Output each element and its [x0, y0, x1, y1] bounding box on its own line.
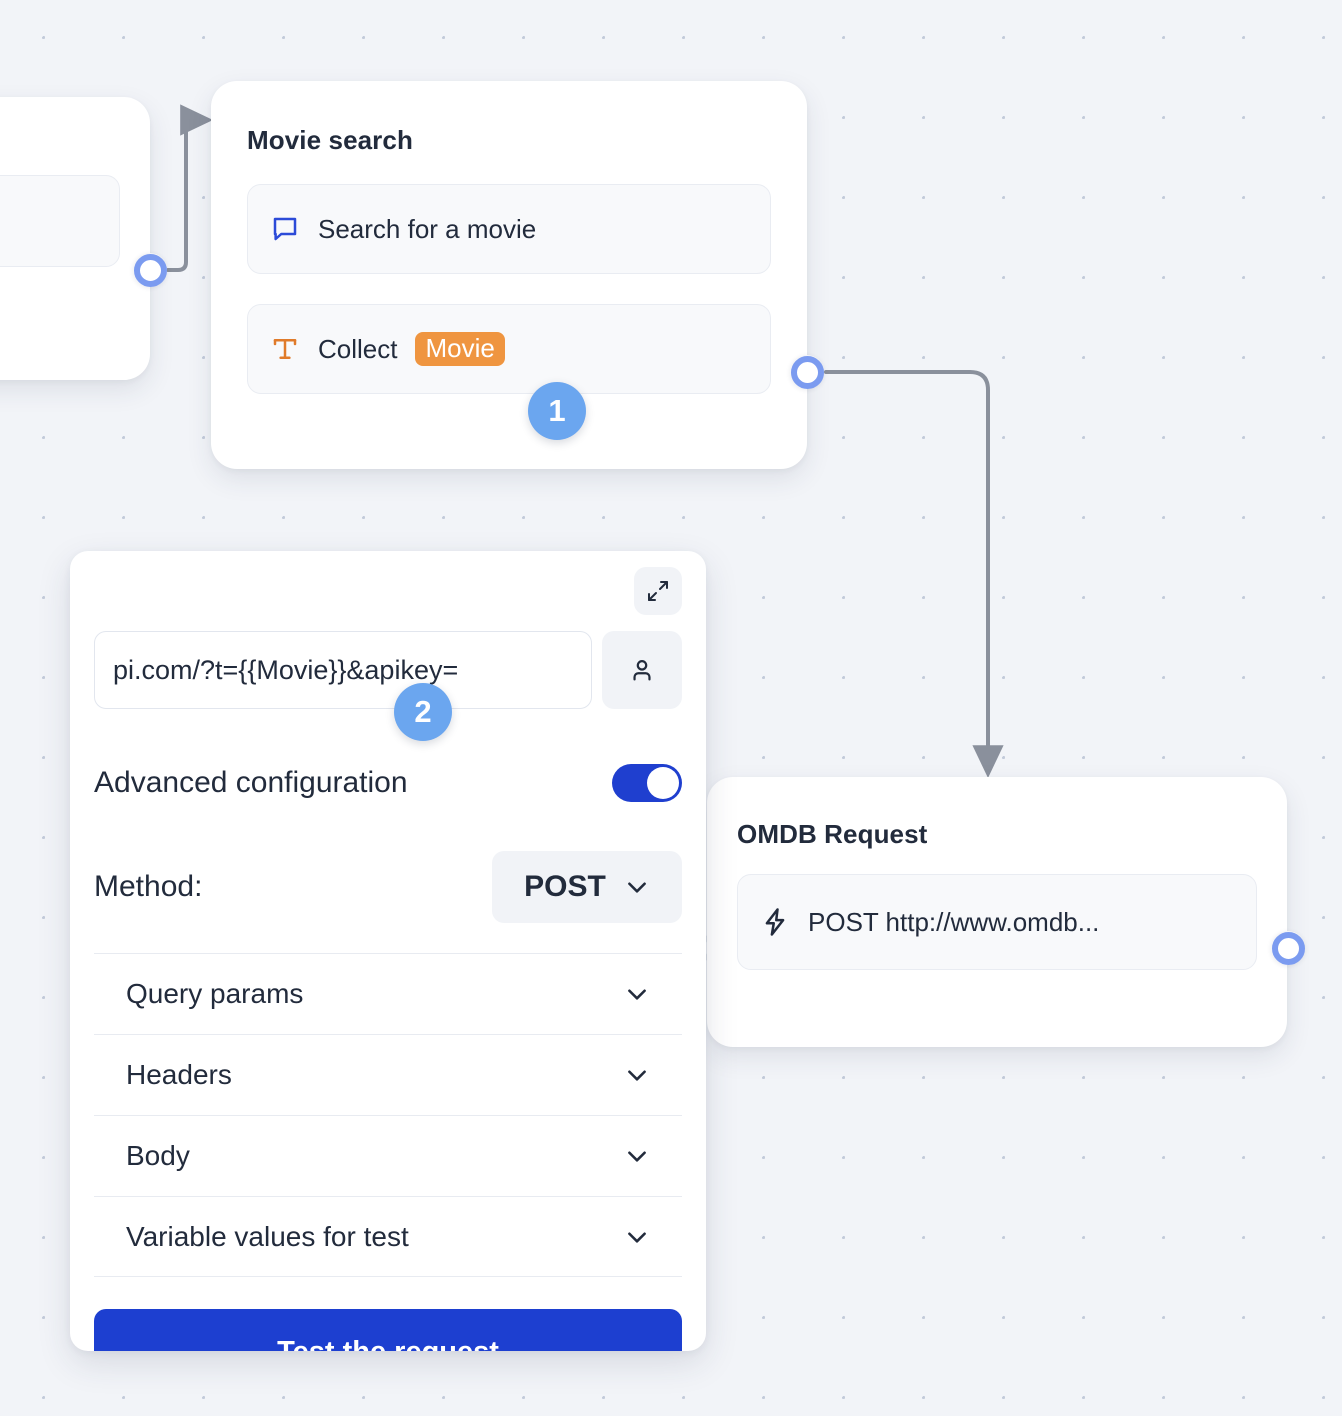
step-search-for-a-movie[interactable]: Search for a movie	[247, 184, 771, 274]
method-value: POST	[524, 870, 606, 903]
method-row: Method: POST	[94, 851, 682, 923]
advanced-configuration-row: Advanced configuration	[94, 759, 682, 807]
step-label: POST http://www.omdb...	[808, 906, 1100, 937]
edge-offscreen-to-movie-search	[166, 104, 214, 272]
section-label: Variable values for test	[126, 1220, 409, 1252]
section-headers[interactable]: Headers	[94, 1034, 682, 1115]
section-label: Query params	[126, 978, 304, 1009]
omdb-title: OMDB Request	[737, 819, 928, 849]
method-label: Method:	[94, 870, 203, 903]
connector-handle-offscreen-output[interactable]	[133, 253, 167, 287]
chevron-down-icon	[624, 874, 650, 900]
section-label: Headers	[126, 1059, 232, 1090]
step-label: Collect	[318, 333, 398, 364]
lightning-bolt-icon	[760, 907, 790, 937]
edge-movie-search-to-omdb	[824, 370, 1004, 779]
chevron-down-icon	[624, 981, 650, 1007]
test-the-request-button[interactable]: Test the request	[94, 1309, 682, 1351]
expand-diagonal-icon	[646, 579, 670, 603]
step-post-request[interactable]: POST http://www.omdb...	[737, 874, 1257, 970]
request-config-panel[interactable]: Advanced configuration Method: POST Quer…	[70, 551, 706, 1351]
url-row	[94, 631, 682, 709]
section-query-params[interactable]: Query params	[94, 953, 682, 1034]
variable-chip-movie[interactable]: Movie	[415, 332, 505, 366]
section-label: Body	[126, 1140, 190, 1171]
config-sections: Query params Headers Body	[94, 953, 682, 1277]
movie-search-title: Movie search	[247, 125, 413, 155]
node-omdb-request[interactable]: OMDB Request POST http://www.omdb...	[707, 777, 1287, 1047]
step-badge-1: 1	[528, 382, 586, 440]
connector-handle-omdb-output[interactable]	[1271, 931, 1305, 965]
panel-topbar	[94, 551, 682, 631]
chevron-down-icon	[624, 1062, 650, 1088]
node-movie-search[interactable]: Movie search Search for a movie Collect	[211, 81, 807, 469]
chevron-down-icon	[624, 1224, 650, 1250]
request-url-input[interactable]	[94, 631, 592, 709]
advanced-configuration-label: Advanced configuration	[94, 766, 408, 799]
url-auth-button[interactable]	[602, 631, 682, 709]
section-body[interactable]: Body	[94, 1115, 682, 1196]
person-icon	[628, 656, 656, 684]
method-select[interactable]: POST	[492, 851, 682, 923]
text-t-icon	[270, 334, 300, 364]
step-badge-2: 2	[394, 683, 452, 741]
partial-node-left[interactable]	[0, 97, 150, 380]
step-label: Search for a movie	[318, 213, 537, 244]
toggle-knob	[647, 767, 679, 799]
chevron-down-icon	[624, 1143, 650, 1169]
step-collect-movie[interactable]: Collect Movie	[247, 304, 771, 394]
partial-node-row	[0, 175, 120, 267]
section-variable-values-for-test[interactable]: Variable values for test	[94, 1196, 682, 1277]
expand-panel-button[interactable]	[634, 567, 682, 615]
connector-handle-movie-search-output[interactable]	[790, 355, 824, 389]
advanced-configuration-toggle[interactable]	[612, 764, 682, 802]
speech-bubble-icon	[270, 214, 300, 244]
